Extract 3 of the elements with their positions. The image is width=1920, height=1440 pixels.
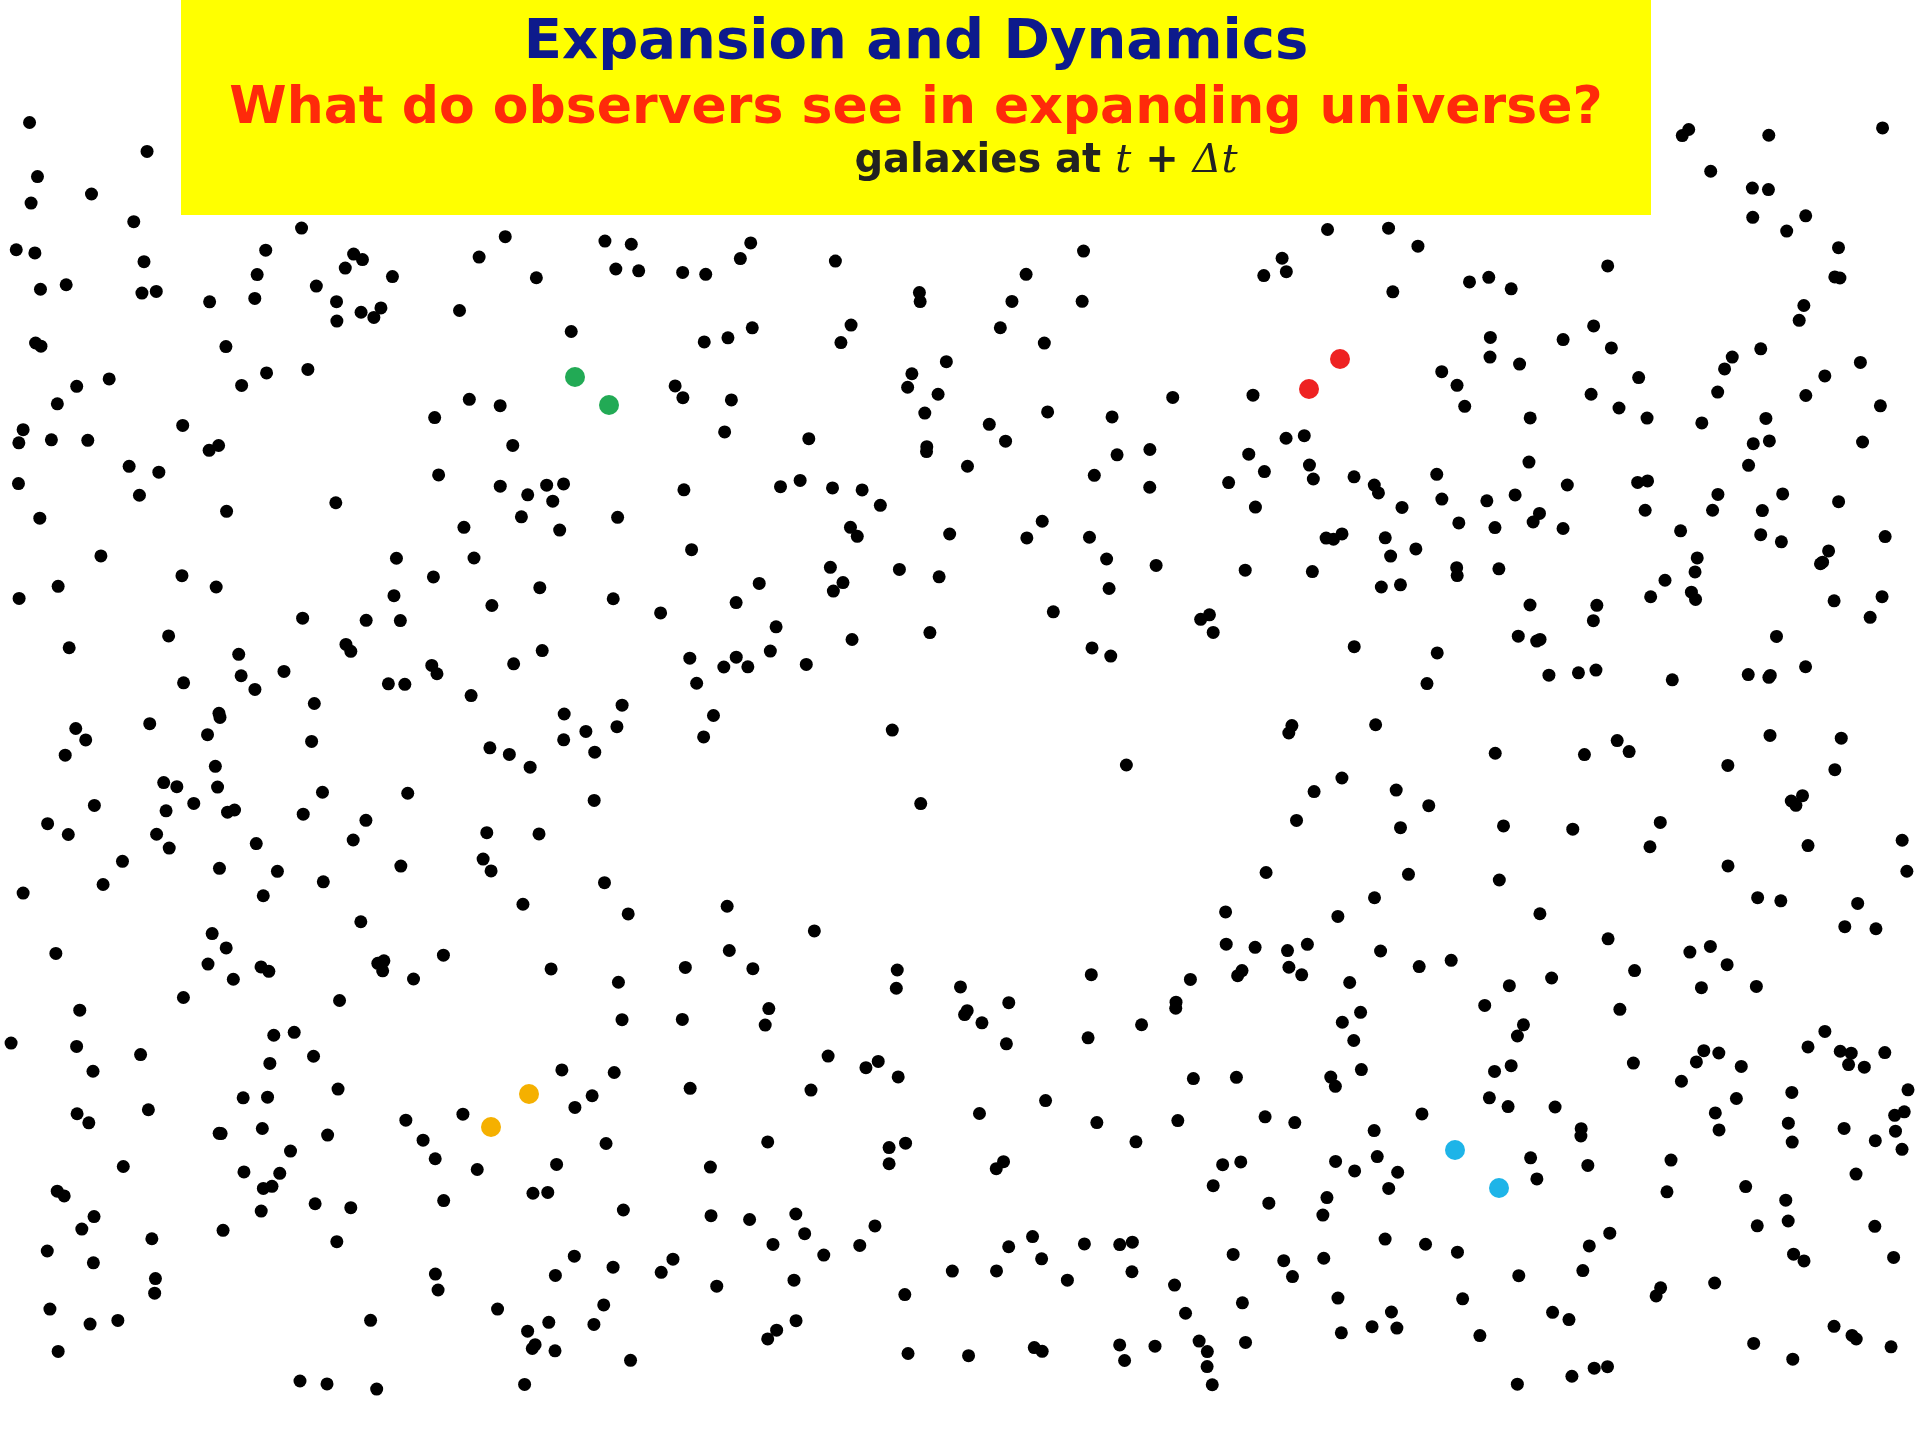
question-heading: What do observers see in expanding universe? bbox=[229, 75, 1603, 135]
time-label: galaxies at t + Δt bbox=[854, 135, 1238, 181]
title: Expansion and Dynamics bbox=[523, 6, 1309, 71]
